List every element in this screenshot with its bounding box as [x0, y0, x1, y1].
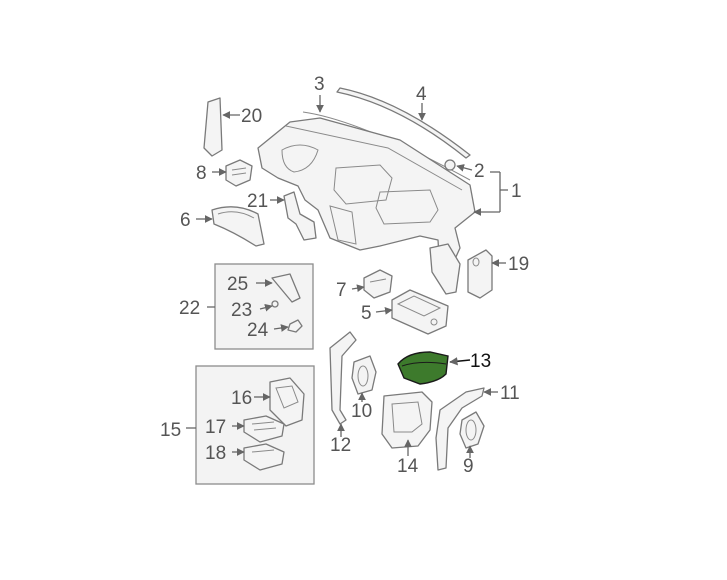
callout-9: 9 [463, 456, 474, 477]
part-20-trim-panel[interactable] [203, 97, 240, 157]
part-12-side-garnish[interactable] [329, 331, 357, 437]
callout-3: 3 [314, 74, 325, 95]
callout-22: 22 [179, 298, 200, 319]
part-7-vent[interactable] [351, 269, 393, 299]
callout-20: 20 [241, 106, 262, 127]
callout-4: 4 [416, 84, 427, 105]
part-17-switch-block[interactable] [232, 415, 285, 443]
callout-16: 16 [231, 388, 252, 409]
callout-5: 5 [361, 303, 372, 324]
part-21-bracket[interactable] [270, 191, 317, 241]
callout-21: 21 [247, 191, 268, 212]
kit-box-22 [207, 263, 314, 350]
part-13-glove-box-lid[interactable] [397, 351, 471, 385]
callout-23: 23 [231, 300, 252, 321]
callout-8: 8 [196, 163, 207, 184]
callout-11: 11 [500, 383, 520, 404]
part-11-right-garnish[interactable] [435, 387, 498, 471]
callout-15: 15 [160, 420, 181, 441]
part-18-switch-block[interactable] [232, 443, 285, 471]
callout-1: 1 [511, 181, 522, 202]
callout-13: 13 [470, 351, 491, 372]
part-10-vent[interactable] [351, 355, 377, 402]
callout-18: 18 [205, 443, 226, 464]
part-24-clip[interactable] [273, 319, 303, 333]
part-16-vent-frame[interactable] [254, 377, 305, 427]
callout-25: 25 [227, 274, 248, 295]
callout-12: 12 [330, 435, 351, 456]
part-8-vent[interactable] [212, 159, 253, 187]
callout-19: 19 [508, 254, 529, 275]
callout-7: 7 [336, 280, 347, 301]
part-4-strip[interactable] [336, 87, 471, 159]
callout-14: 14 [397, 456, 419, 477]
callout-10: 10 [351, 401, 372, 422]
part-9-vent[interactable] [459, 411, 485, 458]
callout-2: 2 [474, 161, 485, 182]
callout-6: 6 [180, 210, 191, 231]
part-1-instrument-panel[interactable] [257, 117, 508, 295]
callout-24: 24 [247, 320, 269, 341]
part-6-cluster-bezel[interactable] [196, 206, 265, 247]
part-23-screw[interactable] [259, 300, 279, 312]
part-2-clip[interactable] [444, 159, 500, 173]
part-14-center-bezel[interactable] [381, 391, 433, 456]
part-25-cover[interactable] [256, 273, 301, 303]
part-19-end-panel[interactable] [467, 249, 506, 299]
callout-17: 17 [205, 417, 226, 438]
part-5-airbag-module[interactable] [375, 289, 449, 335]
